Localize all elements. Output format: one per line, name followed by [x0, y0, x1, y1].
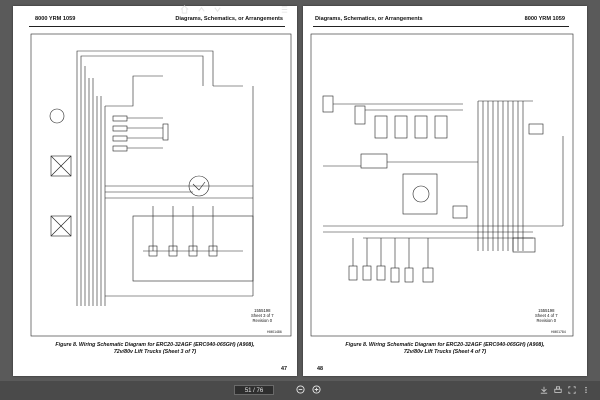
right-revision: Revision 0	[536, 318, 557, 323]
right-header-rule	[313, 26, 569, 27]
left-drawing-code: HM01486	[267, 330, 282, 334]
left-sheet-number: 1555198	[254, 308, 271, 313]
home-icon[interactable]	[178, 4, 190, 15]
viewer-toolbar	[0, 381, 600, 400]
fullscreen-icon[interactable]	[568, 384, 576, 396]
page-down-icon[interactable]	[211, 4, 223, 15]
more-icon[interactable]	[582, 384, 590, 396]
right-sheet-info: 1555198 Sheet 4 of 7 Revision 0	[535, 308, 558, 323]
download-icon[interactable]	[540, 384, 548, 396]
right-figure-caption: Figure 8. Wiring Schematic Diagram for E…	[313, 342, 577, 356]
left-schematic-diagram	[30, 33, 292, 337]
left-header-section-title: Diagrams, Schematics, or Arrangements	[175, 16, 283, 22]
print-icon[interactable]	[554, 384, 562, 396]
right-caption-line2: 72v/80v Lift Trucks (Sheet 4 of 7)	[403, 349, 487, 355]
end-icon[interactable]	[278, 4, 290, 15]
left-page: 8000 YRM 1059 Diagrams, Schematics, or A…	[13, 6, 297, 376]
zoom-out-icon[interactable]	[294, 384, 306, 396]
right-page-number: 48	[317, 366, 323, 372]
right-schematic-diagram	[310, 33, 574, 337]
right-page: Diagrams, Schematics, or Arrangements 80…	[303, 6, 587, 376]
right-sheet-of: Sheet 4 of 7	[535, 313, 558, 318]
right-header-section-title: Diagrams, Schematics, or Arrangements	[315, 16, 423, 22]
left-sheet-of: Sheet 3 of 7	[251, 313, 274, 318]
left-caption-line2: 72v/80v Lift Trucks (Sheet 3 of 7)	[113, 349, 197, 355]
right-header-doc-number: 8000 YRM 1059	[524, 16, 565, 22]
left-header-rule	[29, 26, 285, 27]
left-revision: Revision 0	[252, 318, 273, 323]
right-drawing-code: HM01784	[551, 330, 566, 334]
left-sheet-info: 1555198 Sheet 3 of 7 Revision 0	[251, 308, 274, 323]
left-page-number: 47	[281, 366, 287, 372]
zoom-in-icon[interactable]	[310, 384, 322, 396]
left-header-doc-number: 8000 YRM 1059	[35, 16, 76, 22]
page-indicator-input[interactable]: 51 / 76	[234, 385, 274, 395]
right-sheet-number: 1555198	[538, 308, 555, 313]
page-up-icon[interactable]	[195, 4, 207, 15]
right-caption-line1: Figure 8. Wiring Schematic Diagram for E…	[345, 342, 545, 348]
left-caption-line1: Figure 8. Wiring Schematic Diagram for E…	[55, 342, 255, 348]
left-figure-caption: Figure 8. Wiring Schematic Diagram for E…	[23, 342, 287, 356]
